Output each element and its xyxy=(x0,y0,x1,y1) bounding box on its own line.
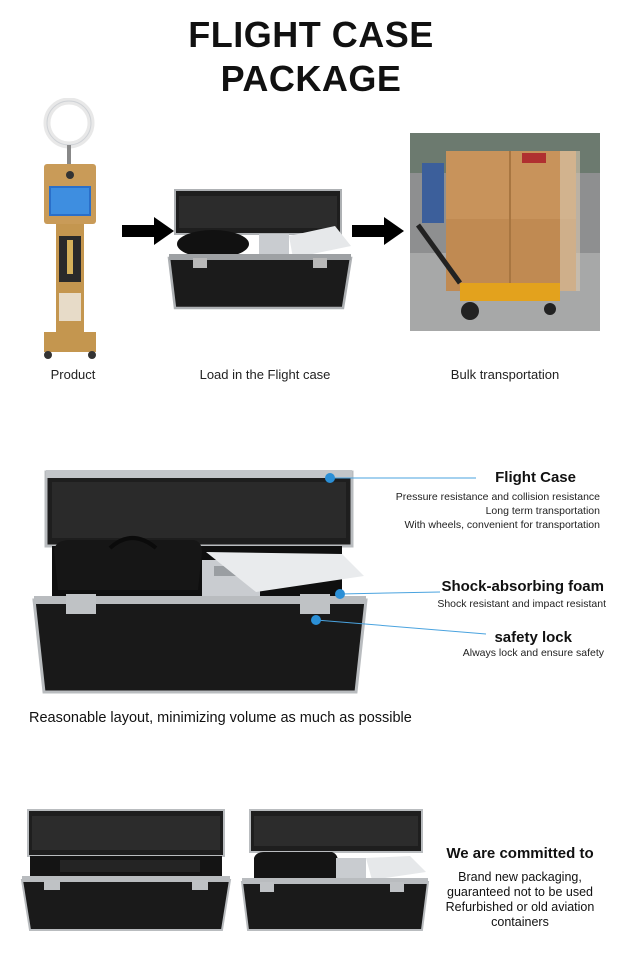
feature-flight-case-line-1: Pressure resistance and collision resist… xyxy=(395,491,600,503)
page-title-line-2: PACKAGE xyxy=(220,58,402,99)
commitment-line-3: Refurbished or old aviation xyxy=(445,900,595,914)
feature-flight-case-heading: Flight Case xyxy=(495,469,576,486)
arrow-right-icon xyxy=(352,217,404,245)
flight-case-loaded-image xyxy=(165,186,355,312)
feature-lock-line-1: Always lock and ensure safety xyxy=(462,647,604,659)
step-label-product: Product xyxy=(50,367,96,382)
feature-lock-heading: safety lock xyxy=(494,629,572,646)
step-label-bulk: Bulk transportation xyxy=(450,367,560,382)
callout-dot-flight-case xyxy=(325,473,335,483)
feature-foam-line-1: Shock resistant and impact resistant xyxy=(437,598,606,610)
feature-foam-heading: Shock-absorbing foam xyxy=(441,578,604,595)
feature-flight-case-line-2: Long term transportation xyxy=(485,505,600,517)
callout-dot-lock xyxy=(311,615,321,625)
commitment-line-1: Brand new packaging, xyxy=(458,870,582,884)
callout-lines xyxy=(311,473,487,635)
commitment-line-2: guaranteed not to be used xyxy=(447,885,593,899)
callout-dot-foam xyxy=(335,589,345,599)
flight-case-packed-image xyxy=(240,806,430,936)
arrow-right-icon xyxy=(122,217,174,245)
flight-case-large-image xyxy=(30,466,370,696)
layout-caption: Reasonable layout, minimizing volume as … xyxy=(29,710,412,726)
commitment-line-4: containers xyxy=(491,915,549,929)
step-label-load: Load in the Flight case xyxy=(199,367,331,382)
bulk-transport-pallet-image xyxy=(410,133,600,331)
photo-booth-product-image xyxy=(36,98,106,360)
feature-flight-case-line-3: With wheels, convenient for transportati… xyxy=(404,519,600,531)
commitment-heading: We are committed to xyxy=(446,845,594,862)
page-title-line-1: FLIGHT CASE xyxy=(188,14,434,55)
flight-case-empty-image xyxy=(20,806,232,936)
